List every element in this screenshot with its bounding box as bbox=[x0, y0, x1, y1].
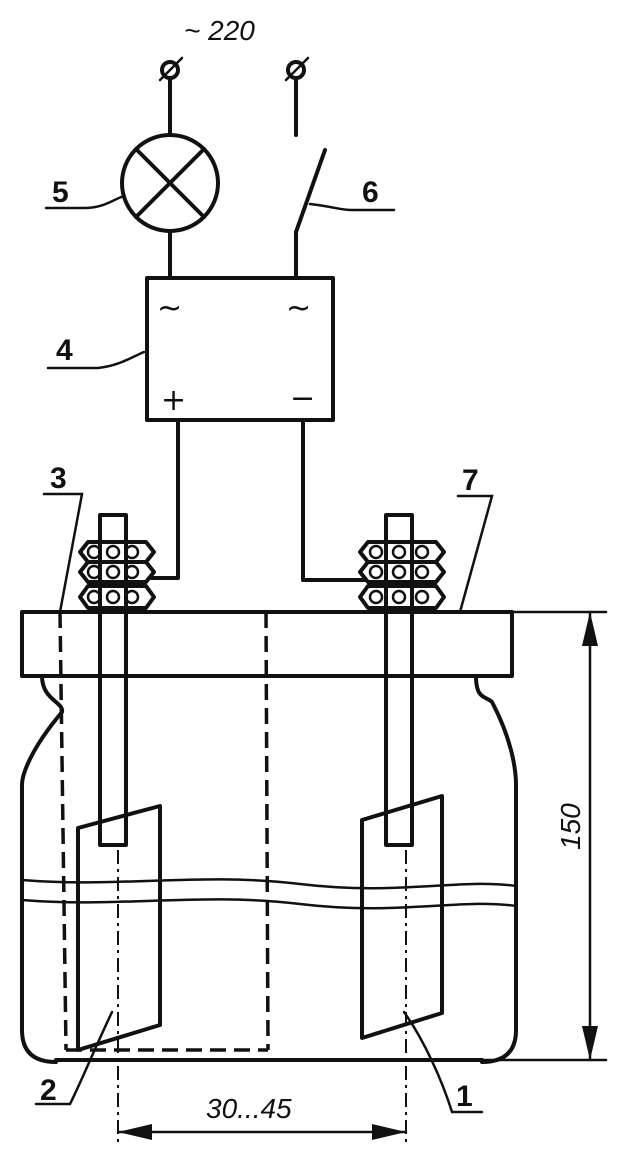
callout-1-leader bbox=[402, 1010, 484, 1114]
converter-box bbox=[145, 276, 335, 422]
callout-7-label: 7 bbox=[462, 464, 479, 497]
electrode-right-plate bbox=[360, 794, 444, 1040]
callout-4-leader bbox=[46, 350, 146, 370]
callout-4-label: 4 bbox=[56, 334, 73, 367]
converter-ac-left: ~ bbox=[157, 291, 182, 326]
nut-left-lower bbox=[78, 584, 156, 610]
callout-3-leader bbox=[42, 492, 84, 614]
callout-2-label: 2 bbox=[40, 1074, 57, 1107]
inner-container-right-wall bbox=[264, 611, 270, 1051]
dimension-height-label: 150 bbox=[555, 803, 586, 850]
callout-2-leader bbox=[34, 1010, 114, 1106]
callout-6-label: 6 bbox=[362, 176, 379, 209]
callout-5-leader bbox=[44, 194, 126, 210]
dimension-spacing-label: 30...45 bbox=[206, 1093, 292, 1124]
nut-right-lower bbox=[358, 584, 446, 610]
callout-7-leader bbox=[456, 494, 494, 614]
callout-1-label: 1 bbox=[456, 1080, 473, 1113]
break-line-upper bbox=[20, 878, 518, 890]
wire-minus-lead bbox=[301, 418, 366, 582]
nut-right-upper bbox=[358, 540, 446, 584]
callout-5-label: 5 bbox=[52, 176, 69, 209]
callout-6-leader bbox=[308, 202, 396, 212]
voltage-label: ~ 220 bbox=[184, 15, 255, 46]
converter-dc-plus: + bbox=[161, 383, 186, 418]
jar-left-wall bbox=[20, 674, 64, 1064]
switch-icon bbox=[294, 148, 327, 234]
nut-left-upper bbox=[78, 540, 156, 584]
callout-3-label: 3 bbox=[50, 462, 67, 495]
inner-container-left-wall bbox=[58, 611, 68, 1051]
dimension-spacing bbox=[116, 1124, 408, 1140]
electrode-right-rod bbox=[384, 513, 414, 847]
lamp-icon bbox=[120, 133, 220, 233]
converter-dc-minus: − bbox=[290, 381, 315, 416]
electrode-left-rod bbox=[98, 513, 128, 847]
wire-plus-lead bbox=[150, 418, 180, 580]
break-line-lower bbox=[20, 898, 518, 910]
jar-right-wall bbox=[474, 674, 518, 1064]
electrode-left-plate bbox=[76, 804, 162, 1052]
converter-ac-right: ~ bbox=[286, 291, 311, 326]
dimension-height bbox=[480, 610, 608, 1062]
